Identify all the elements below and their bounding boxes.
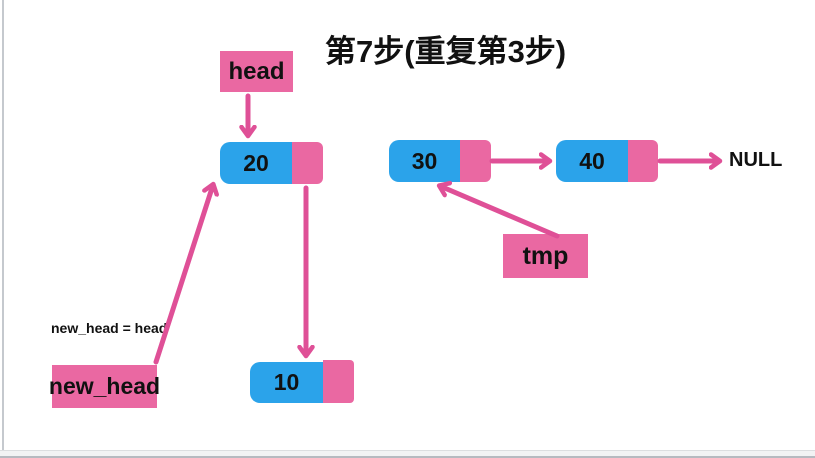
arrow-tmp-to-node-30 (440, 186, 560, 239)
node-10-value: 10 (273, 369, 300, 395)
node-40-value: 40 (579, 147, 605, 174)
node-10-pointer-cell (323, 360, 354, 403)
node-20-value-cell: 20 (220, 142, 292, 184)
node-20-value: 20 (243, 149, 269, 176)
node-30-pointer-cell (460, 140, 491, 182)
head-pointer-label: head (228, 57, 285, 85)
node-10: 10 (250, 360, 354, 403)
annotation-new-head-equals-head: new_head = head (51, 320, 168, 336)
node-20-pointer-cell (292, 142, 323, 184)
new-head-pointer-label: new_head (48, 373, 161, 399)
head-pointer-box: head (220, 51, 293, 92)
node-10-value-cell: 10 (250, 362, 323, 403)
null-terminator-label: NULL (729, 149, 783, 171)
node-30-value-cell: 30 (389, 140, 460, 182)
left-border-line (2, 0, 4, 458)
new-head-pointer-box: new_head (48, 365, 161, 408)
tmp-pointer-box: tmp (503, 234, 588, 278)
tmp-pointer-label: tmp (522, 241, 569, 270)
node-40: 40 (556, 140, 658, 182)
node-40-pointer-cell (628, 140, 658, 182)
node-40-value-cell: 40 (556, 140, 628, 182)
node-30-value: 30 (411, 147, 438, 174)
page-title: 第7步(重复第3步) (325, 34, 567, 69)
node-30: 30 (389, 140, 491, 182)
bottom-edge-strip (0, 450, 815, 458)
node-20: 20 (220, 142, 323, 184)
